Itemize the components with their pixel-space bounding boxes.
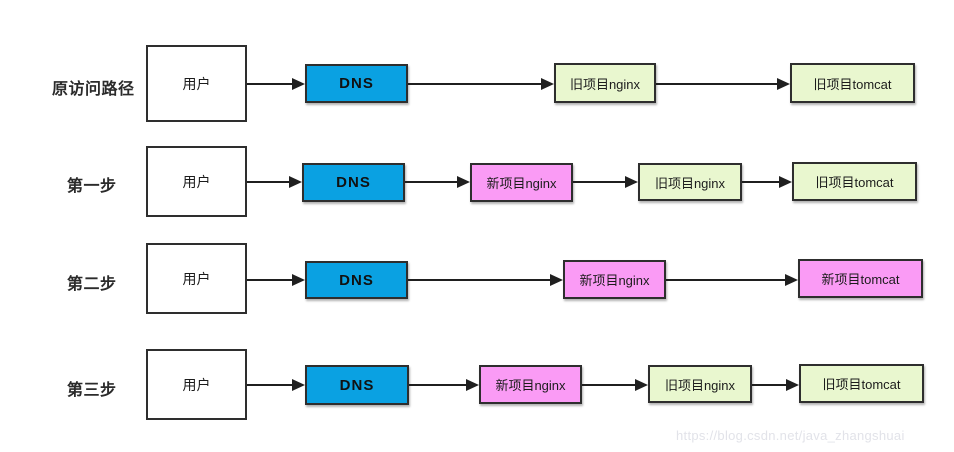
arrow <box>573 176 638 188</box>
arrow <box>408 274 563 286</box>
arrow <box>247 274 305 286</box>
row-label-step1: 第一步 <box>67 178 117 195</box>
arrow <box>582 379 648 391</box>
arrow <box>742 176 792 188</box>
node-old-nginx: 旧项目nginx <box>638 163 742 201</box>
arrow <box>247 379 305 391</box>
node-user: 用户 <box>146 45 247 122</box>
node-dns: DNS <box>305 261 408 299</box>
node-new-nginx: 新项目nginx <box>563 260 666 299</box>
arrow <box>405 176 470 188</box>
node-new-nginx: 新项目nginx <box>479 365 582 404</box>
arrow <box>247 78 305 90</box>
arrow <box>752 379 799 391</box>
node-user: 用户 <box>146 146 247 217</box>
csdn-watermark: https://blog.csdn.net/java_zhangshuai <box>676 428 905 443</box>
arrow <box>656 78 790 90</box>
node-dns: DNS <box>305 365 409 405</box>
node-old-tomcat: 旧项目tomcat <box>790 63 915 103</box>
node-new-nginx: 新项目nginx <box>470 163 573 202</box>
row-label-original-path: 原访问路径 <box>52 81 135 98</box>
arrow <box>247 176 302 188</box>
node-dns: DNS <box>305 64 408 103</box>
arrow <box>666 274 798 286</box>
arrow <box>409 379 479 391</box>
node-user: 用户 <box>146 243 247 314</box>
row-label-step2: 第二步 <box>67 276 117 293</box>
row-label-step3: 第三步 <box>67 382 117 399</box>
node-new-tomcat: 新项目tomcat <box>798 259 923 298</box>
arrow <box>408 78 554 90</box>
node-old-tomcat: 旧项目tomcat <box>799 364 924 403</box>
node-user: 用户 <box>146 349 247 420</box>
node-old-nginx: 旧项目nginx <box>648 365 752 403</box>
node-old-tomcat: 旧项目tomcat <box>792 162 917 201</box>
node-dns: DNS <box>302 163 405 202</box>
node-old-nginx: 旧项目nginx <box>554 63 656 103</box>
